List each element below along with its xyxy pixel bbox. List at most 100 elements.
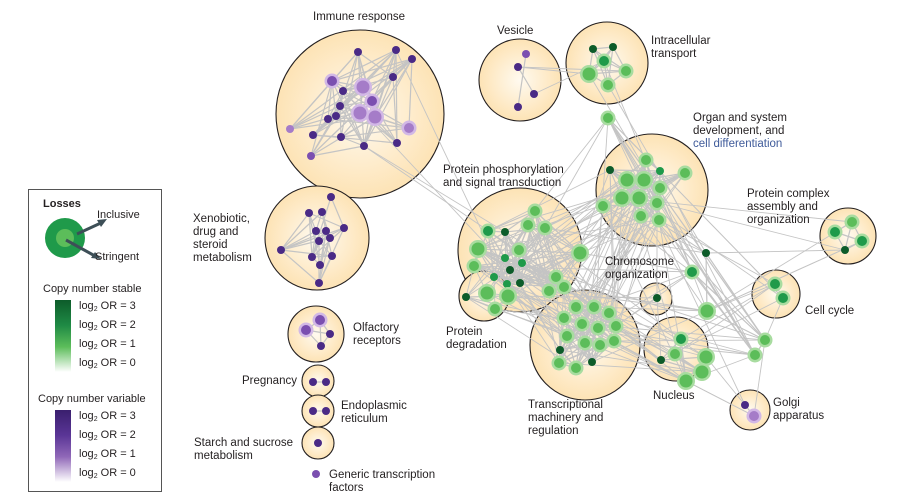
- network-edge: [544, 117, 609, 229]
- network-edge: [602, 205, 693, 273]
- network-edge: [318, 237, 331, 284]
- network-edge: [607, 117, 784, 299]
- network-edge: [327, 90, 344, 120]
- stringent-arrow: [65, 238, 96, 258]
- legend-level-label: log2 OR = 0: [79, 467, 136, 480]
- gene-node: [654, 215, 664, 225]
- network-edge: [588, 73, 756, 356]
- network-edge: [318, 255, 333, 284]
- gene-node: [615, 191, 629, 205]
- gene-node: [657, 356, 665, 364]
- network-edge: [487, 169, 611, 232]
- gene-node: [571, 302, 581, 312]
- gene-node: [339, 87, 347, 95]
- network-edge: [310, 80, 333, 157]
- inclusive-arrowhead: [97, 219, 107, 227]
- gene-node: [632, 191, 646, 205]
- gene-node: [326, 330, 334, 338]
- cluster-label: Starch and sucrose metabolism: [194, 437, 294, 462]
- legend-level-label: log2 OR = 0: [79, 357, 136, 370]
- gene-node: [847, 217, 857, 227]
- cluster-label: Nucleus: [653, 390, 695, 402]
- gene-node: [501, 289, 515, 303]
- cluster-olfactory: [287, 305, 345, 363]
- network-edge: [312, 134, 398, 144]
- network-edge: [363, 145, 506, 233]
- network-edge: [705, 356, 746, 406]
- network-edge: [656, 297, 662, 361]
- gene-node: [551, 272, 561, 282]
- gene-node: [503, 280, 511, 288]
- gene-node: [315, 237, 323, 245]
- gene-node: [636, 211, 646, 221]
- gene-node: [770, 279, 780, 289]
- stable-colorbar: [55, 300, 71, 372]
- gene-node: [353, 106, 367, 120]
- network-edge: [558, 362, 703, 373]
- network-edge: [363, 49, 397, 147]
- gene-node: [655, 183, 665, 193]
- gene-node: [598, 201, 608, 211]
- gene-node: [392, 46, 400, 54]
- gene-node: [589, 45, 597, 53]
- network-edge: [640, 215, 708, 312]
- network-edge: [504, 231, 550, 292]
- network-edge: [395, 49, 398, 144]
- gene-node: [360, 142, 368, 150]
- cluster-label: cell differentiation: [693, 138, 783, 150]
- network-edge: [331, 58, 413, 82]
- cluster-label: Xenobiotic, drug and steroid metabolism: [193, 213, 252, 264]
- network-edge: [659, 187, 708, 312]
- gene-node: [695, 365, 709, 379]
- network-edge: [575, 340, 615, 369]
- gene-node: [593, 323, 603, 333]
- gene-node: [327, 193, 335, 201]
- gene-node: [621, 66, 631, 76]
- cluster-vesicle: [478, 38, 562, 122]
- network-edge: [607, 117, 645, 181]
- gene-node: [573, 246, 587, 260]
- network-edge: [289, 105, 341, 130]
- gene-node: [312, 227, 320, 235]
- network-edge: [331, 49, 397, 82]
- network-edge: [340, 76, 394, 138]
- network-edge: [753, 339, 766, 417]
- gene-node: [637, 173, 651, 187]
- cluster-label: Protein degradation: [446, 326, 507, 351]
- gene-node: [490, 304, 500, 314]
- network-edge: [371, 100, 398, 144]
- gene-node: [471, 242, 485, 256]
- cluster-label: Organ and system development, and: [693, 112, 787, 137]
- node-layer: [277, 43, 870, 478]
- gene-node: [317, 342, 325, 350]
- gene-node: [286, 125, 294, 133]
- gene-node: [337, 133, 345, 141]
- gene-node: [656, 167, 664, 175]
- gene-node: [305, 209, 313, 217]
- gene-node: [316, 261, 324, 269]
- legend-stringent: Stringent: [95, 251, 140, 263]
- network-edge: [643, 179, 756, 356]
- gene-node: [312, 470, 320, 478]
- stringent-arrowhead: [91, 252, 101, 259]
- cluster-label: Olfactory receptors: [353, 322, 401, 347]
- gene-node: [314, 439, 322, 447]
- gene-node: [577, 319, 587, 329]
- network-edge: [563, 286, 586, 344]
- gene-node: [653, 294, 661, 302]
- network-edge: [705, 252, 766, 341]
- gene-node: [599, 56, 609, 66]
- gene-node: [641, 155, 651, 165]
- network-edge: [691, 271, 766, 341]
- gene-node: [315, 279, 323, 287]
- gene-node: [514, 63, 522, 71]
- gene-node: [501, 228, 509, 236]
- cluster-label: Immune response: [313, 11, 406, 23]
- network-edge: [680, 283, 776, 340]
- gene-node: [277, 246, 285, 254]
- gene-node: [462, 293, 470, 301]
- network-edge: [308, 212, 313, 258]
- network-edge: [392, 76, 398, 144]
- legend-level-label: log2 OR = 3: [79, 300, 136, 313]
